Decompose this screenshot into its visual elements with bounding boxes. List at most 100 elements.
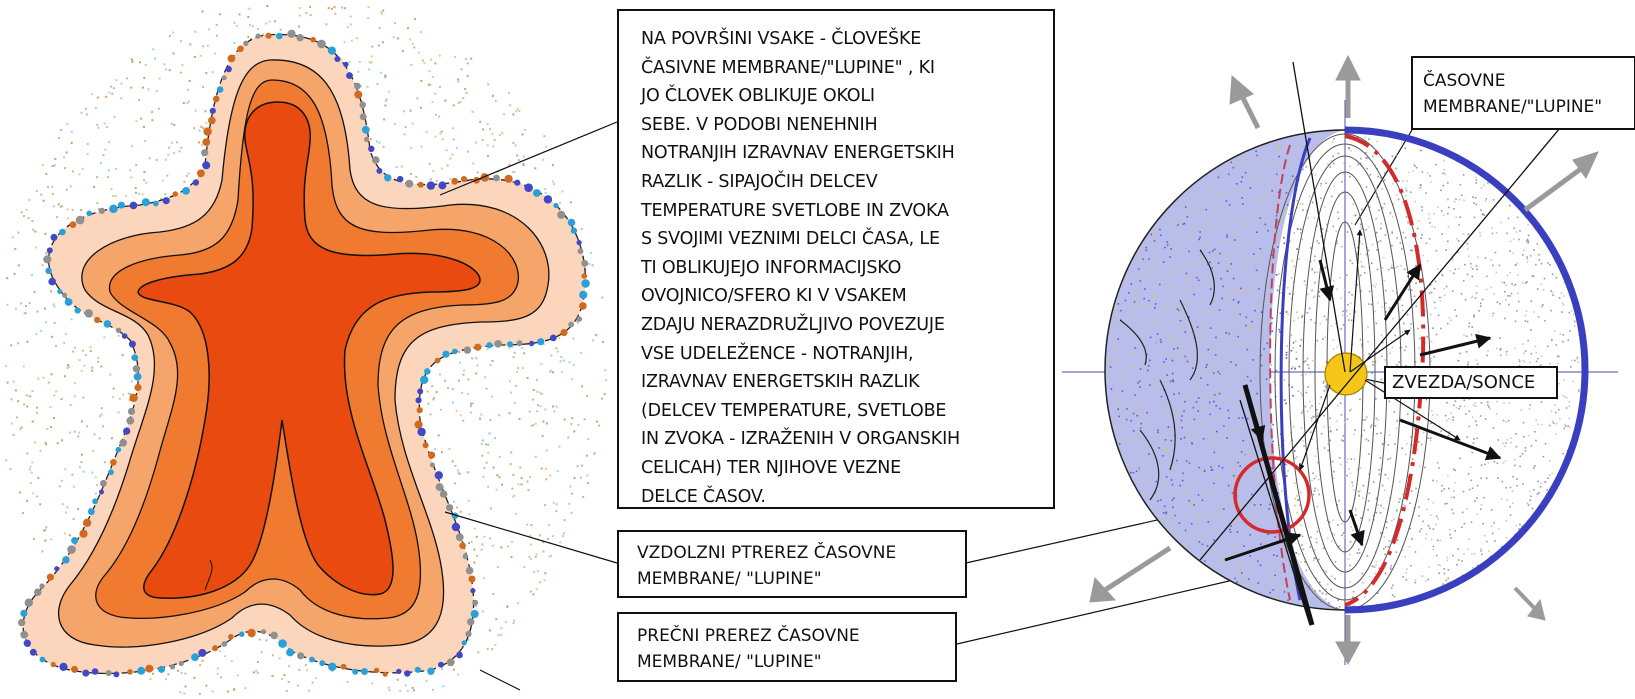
sphere-particle [1325,588,1327,590]
sphere-particle [1220,378,1222,380]
boundary-particle [86,210,92,217]
sphere-particle [1348,147,1350,150]
sphere-particle [1350,526,1352,528]
sphere-particle [1226,234,1228,237]
sphere-particle [1390,587,1393,589]
aura-particle [17,400,20,403]
aura-particle [511,487,514,490]
aura-particle [69,403,72,406]
sphere-particle [1209,311,1212,314]
sphere-particle [1226,437,1228,439]
sphere-particle [1540,424,1543,426]
aura-particle [523,155,525,158]
aura-particle [488,432,491,435]
boundary-particle [18,618,26,627]
sphere-particle [1209,258,1211,260]
sphere-particle [1530,255,1532,257]
boundary-particle [543,195,553,204]
sphere-particle [1194,401,1196,404]
sphere-particle [1341,534,1343,537]
sphere-particle [1225,333,1227,336]
sphere-particle [1324,336,1327,338]
sphere-particle [1368,138,1370,140]
sphere-particle [1457,267,1460,270]
boundary-particle [172,191,178,197]
aura-particle [415,175,418,178]
sphere-particle [1508,402,1511,404]
sphere-particle [1199,329,1202,331]
sphere-particle [1276,568,1278,571]
sphere-particle [1360,157,1362,160]
sphere-particle [1353,214,1355,217]
sphere-particle [1274,574,1276,577]
aura-particle [542,420,545,423]
sphere-particle [1333,477,1335,480]
aura-particle [114,167,117,170]
aura-particle [471,402,474,405]
sphere-particle [1562,452,1564,455]
aura-particle [601,341,604,343]
sphere-particle [1396,237,1398,239]
sphere-particle [1475,179,1478,181]
boundary-particle [209,107,216,114]
sphere-particle [1393,595,1396,598]
sphere-particle [1154,320,1156,322]
sphere-particle [1492,264,1494,267]
aura-particle [458,361,461,364]
aura-particle [553,183,556,186]
sphere-particle [1264,320,1267,322]
sphere-particle [1239,393,1242,395]
aura-particle [158,77,161,80]
aura-particle [6,303,9,306]
sphere-particle [1475,203,1478,206]
sphere-particle [1486,288,1488,291]
sphere-particle [1402,331,1404,333]
sphere-particle [1443,488,1445,490]
aura-particle [253,671,255,674]
sphere-particle [1320,235,1322,238]
sphere-particle [1387,444,1390,446]
aura-particle [168,146,171,149]
sphere-particle [1233,566,1235,568]
aura-particle [547,524,550,527]
sphere-particle [1476,497,1478,499]
sphere-particle [1440,429,1443,432]
aura-particle [80,420,83,423]
sphere-particle [1473,553,1476,555]
sphere-particle [1331,460,1334,463]
sphere-particle [1447,213,1449,215]
aura-particle [97,357,100,359]
sphere-particle [1361,265,1363,268]
aura-particle [477,651,480,654]
boundary-particle [352,668,359,675]
aura-particle [473,548,476,551]
sphere-particle [1458,224,1460,226]
aura-particle [429,83,432,86]
sphere-particle [1260,199,1263,202]
aura-particle [43,307,46,310]
aura-particle [489,363,492,366]
boundary-particle [113,671,120,678]
sphere-particle [1338,457,1341,459]
sphere-particle [1201,543,1204,546]
sphere-particle [1156,246,1159,249]
aura-particle [467,150,470,153]
aura-particle [536,379,538,382]
sphere-particle [1133,301,1136,303]
aura-particle [469,411,472,414]
boundary-particle [100,479,107,487]
boundary-particle [108,469,114,476]
aura-particle [170,122,173,125]
boundary-particle [119,439,127,447]
sphere-particle [1395,167,1397,170]
sphere-particle [1443,159,1445,162]
aura-particle [470,402,473,405]
sphere-particle [1493,461,1496,463]
sphere-particle [1109,355,1112,358]
aura-particle [69,185,72,188]
aura-particle [520,483,523,486]
sphere-particle [1391,230,1393,232]
aura-particle [528,555,531,558]
sphere-particle [1402,180,1404,182]
sphere-particle [1223,425,1225,427]
